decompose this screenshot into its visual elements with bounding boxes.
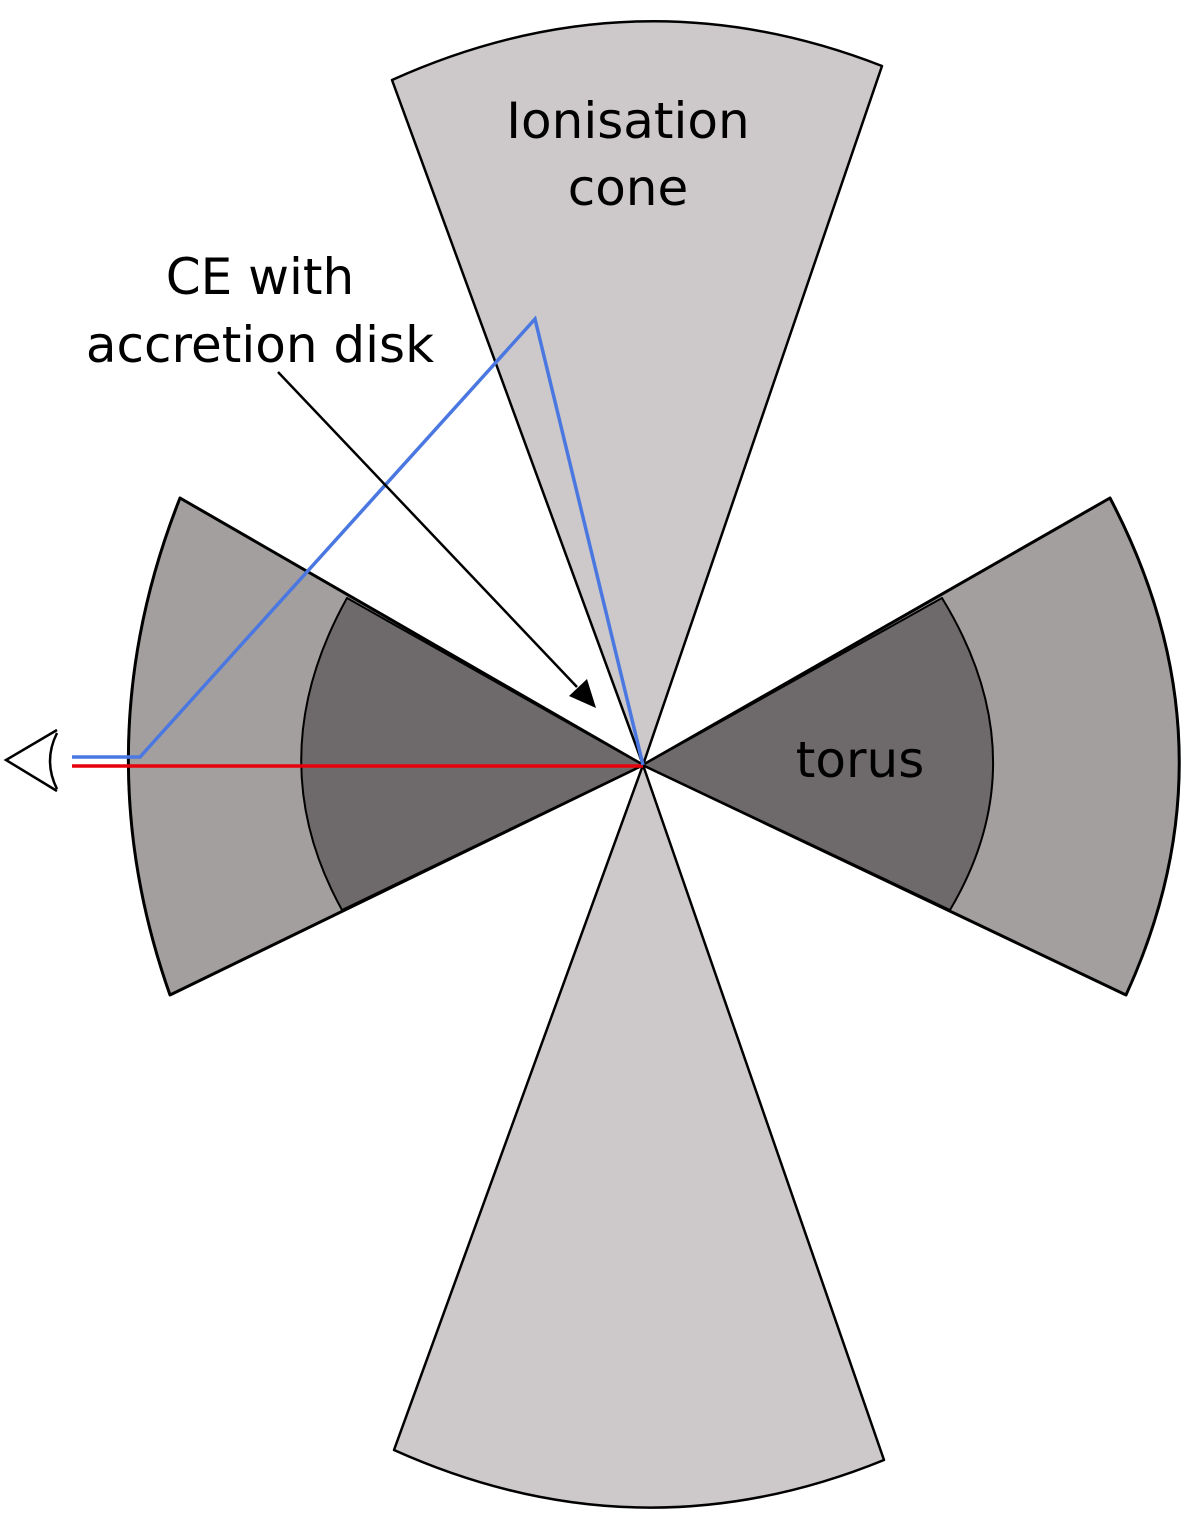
ce-label-line2: accretion disk	[86, 316, 434, 374]
right-torus-inner	[642, 597, 995, 911]
lower-ionisation-cone	[392, 763, 886, 1509]
annotation-arrowhead	[569, 679, 596, 708]
left-torus-inner	[300, 597, 644, 911]
scattered-ray	[72, 315, 645, 766]
annotation-arrow-line	[277, 371, 578, 688]
eye-icon	[3, 728, 59, 793]
ionisation-cone-label-line2: cone	[568, 159, 689, 217]
torus-label: torus	[796, 731, 925, 789]
upper-ionisation-cone	[390, 20, 884, 767]
ce-label-line1: CE with	[166, 248, 354, 306]
ionisation-cone-label-line1: Ionisation	[506, 92, 749, 150]
